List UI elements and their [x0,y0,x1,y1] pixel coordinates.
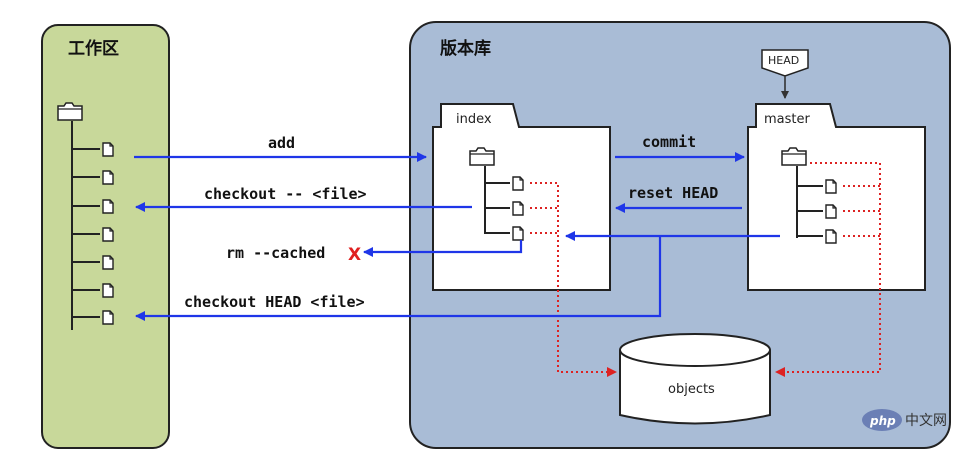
head-tag-label: HEAD [768,54,799,67]
checkout-file-label: checkout -- <file> [204,185,367,203]
repository-title: 版本库 [440,38,491,59]
watermark: php 中文网 [862,409,947,431]
workspace-panel: 工作区 [41,24,170,449]
commit-label: commit [642,133,696,151]
master-object-links [775,162,881,377]
file-icon [102,227,114,242]
master-folder-icon [781,147,807,166]
file-icon [102,255,114,270]
checkout-head-file-label: checkout HEAD <file> [184,293,365,311]
workspace-title: 工作区 [68,38,119,59]
rm-cached-arrow [363,240,523,257]
file-icon [512,201,524,216]
objects-store: objects [619,333,771,425]
rm-cached-label: rm --cached [226,244,325,262]
watermark-logo-text: php [869,414,896,428]
index-folder-icon [469,147,495,166]
objects-label: objects [668,382,715,397]
file-icon [102,283,114,298]
file-icon [512,176,524,191]
master-folder-label: master [764,112,810,127]
rm-cached-x-mark: X [348,245,361,265]
head-tag: HEAD [761,49,809,99]
file-icon [512,226,524,241]
checkout-head-file-arrow [135,236,662,321]
index-folder-label: index [456,112,492,127]
index-object-links [530,182,617,377]
file-icon [102,170,114,185]
file-icon [102,310,114,325]
reset-head-label: reset HEAD [628,184,718,202]
file-icon [102,142,114,157]
file-icon [825,229,837,244]
add-label: add [268,134,295,152]
php-logo-icon [862,409,902,431]
command-arrows [134,152,780,321]
watermark-text: 中文网 [905,413,947,429]
file-icon [825,204,837,219]
master-folder: master [747,103,926,291]
workspace-file-tree [72,142,114,325]
index-folder: index [432,103,611,291]
workspace-folder-icon [57,102,83,121]
file-icon [825,179,837,194]
file-icon [102,199,114,214]
